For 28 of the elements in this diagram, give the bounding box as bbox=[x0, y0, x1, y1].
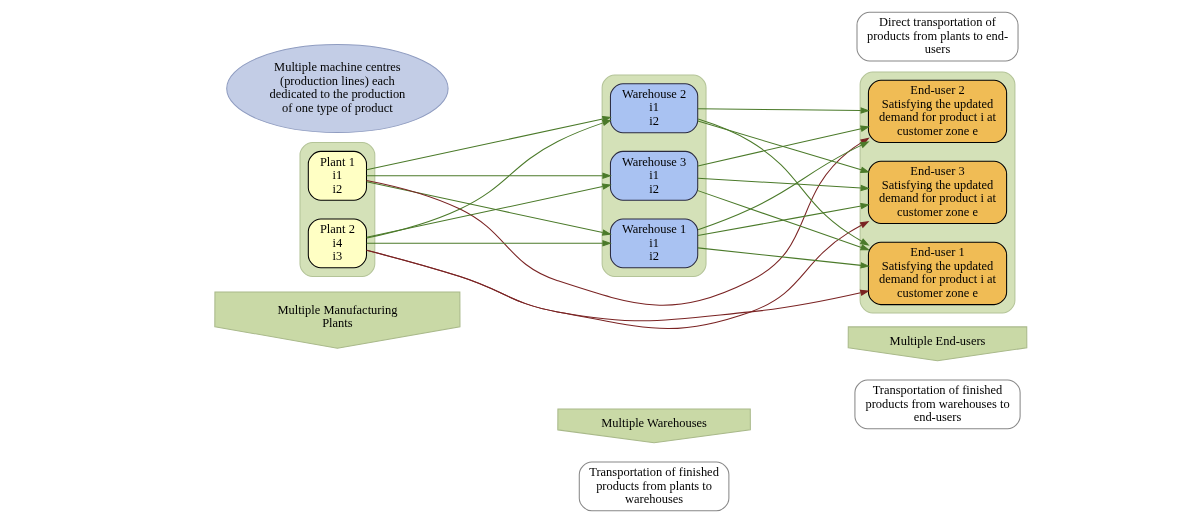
node-box: End-user 1 Satisfying the updated demand for product i at customer zone e bbox=[867, 241, 1007, 306]
arrow bbox=[697, 141, 870, 231]
arrow bbox=[365, 119, 612, 239]
node-ellipse: Multiple machine centres (production lines) each dedicated to the production of one type of product bbox=[225, 44, 449, 134]
node-box: Direct transportation of products from plants to end-users bbox=[856, 11, 1019, 62]
node-box: End-user 3 Satisfying the updated demand for product i at customer zone e bbox=[867, 160, 1007, 225]
node-box: Transportation of finished products from warehouses to end-users bbox=[853, 379, 1021, 430]
node-box: End-user 2 Satisfying the updated demand for product i at customer zone e bbox=[867, 79, 1007, 144]
arrow bbox=[696, 107, 870, 114]
arrow bbox=[696, 247, 870, 269]
arrow bbox=[696, 202, 870, 237]
node-box: Warehouse 2 i1 i2 bbox=[609, 83, 698, 134]
arrow bbox=[697, 118, 870, 246]
node-box: Warehouse 1 i1 i2 bbox=[609, 218, 698, 269]
node-box: Transportation of finished products from plants to warehouses bbox=[578, 461, 729, 512]
node-box: Plant 1 i1 i2 bbox=[307, 150, 367, 201]
node-box: Warehouse 3 i1 i2 bbox=[609, 150, 698, 201]
arrow bbox=[365, 220, 869, 330]
arrow bbox=[696, 125, 870, 167]
arrow bbox=[696, 177, 870, 192]
cluster bbox=[299, 142, 375, 278]
node-box: Plant 2 i4 i3 bbox=[307, 218, 367, 269]
arrow bbox=[696, 190, 870, 251]
arrow bbox=[365, 115, 612, 171]
arrow bbox=[365, 172, 612, 180]
arrow bbox=[365, 240, 612, 247]
arrow bbox=[696, 120, 870, 173]
arrow bbox=[365, 137, 870, 306]
